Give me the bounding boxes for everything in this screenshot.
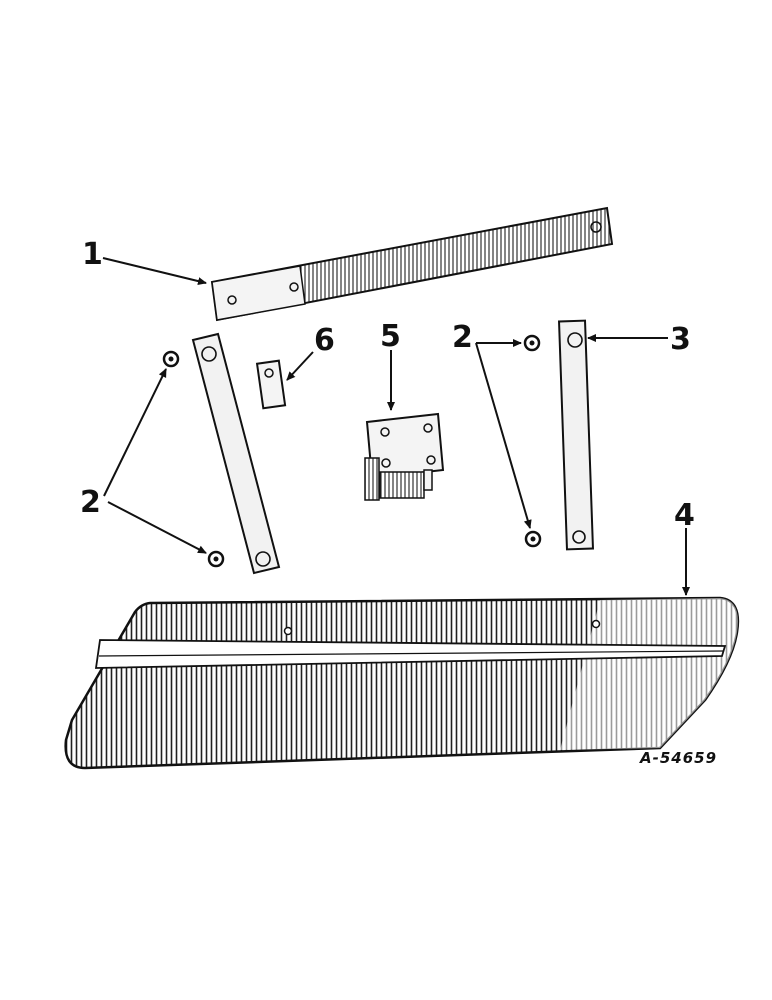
callout-3: 3 <box>670 322 691 357</box>
leader-6 <box>286 351 314 381</box>
part-1-strip <box>210 206 614 322</box>
part-5-bracket <box>364 412 445 501</box>
part-2-washers <box>162 334 542 568</box>
leader-2-right-lower <box>475 342 532 529</box>
leader-lines <box>102 257 690 596</box>
callout-6: 6 <box>314 323 335 358</box>
part-4-trim-panel <box>64 596 740 770</box>
part-3-bar-right <box>557 319 595 551</box>
callout-5: 5 <box>380 319 401 354</box>
leader-1 <box>102 257 207 286</box>
part-6-clip <box>255 359 287 410</box>
drawing-code: A-54659 <box>639 749 717 767</box>
callout-1: 1 <box>82 237 103 272</box>
callout-2-left: 2 <box>80 485 101 520</box>
callout-2-right: 2 <box>452 320 473 355</box>
leader-2-left-upper <box>103 368 167 497</box>
leader-2-left-lower <box>107 501 207 554</box>
part-3-bar-left <box>191 332 281 575</box>
callout-4: 4 <box>674 498 695 533</box>
